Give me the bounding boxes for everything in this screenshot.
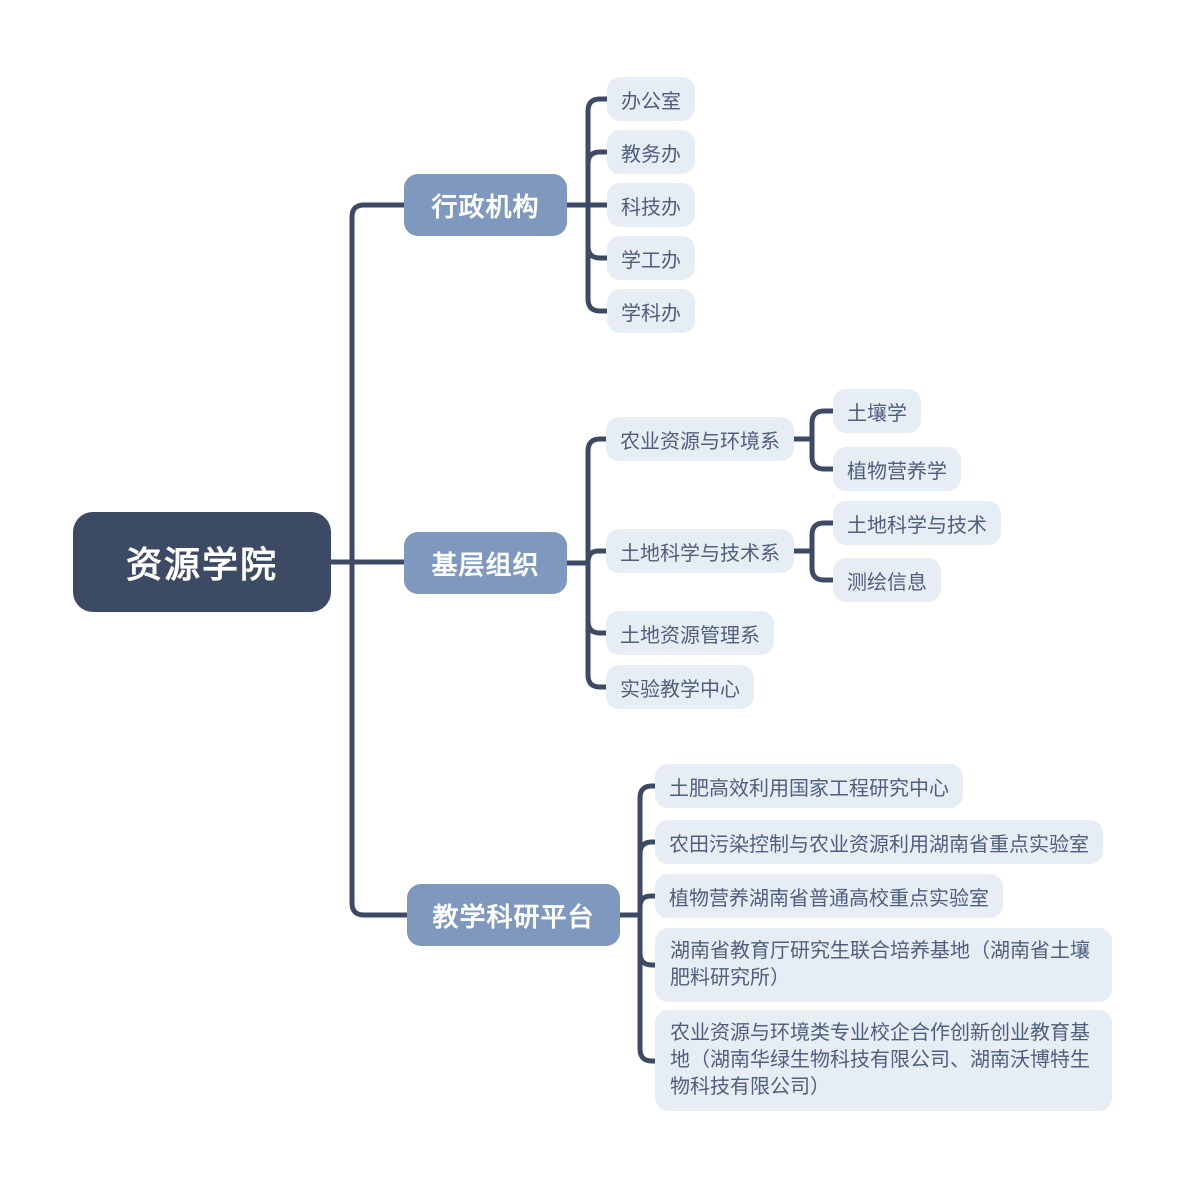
connector-b2c1-s1 bbox=[809, 408, 836, 442]
connector-b2c2-s2 bbox=[809, 548, 836, 583]
connector-b3-c1 bbox=[637, 783, 658, 918]
connector-b1-c2 bbox=[585, 149, 610, 208]
leaf-node: 学工办 bbox=[607, 236, 695, 280]
leaf-node: 教务办 bbox=[607, 130, 695, 174]
connector-b1-c4 bbox=[585, 202, 610, 261]
leaf-node: 办公室 bbox=[607, 77, 695, 121]
leaf-node: 学科办 bbox=[607, 289, 695, 333]
leaf-node: 土地资源管理系 bbox=[606, 611, 774, 655]
subleaf-node: 土地科学与技术 bbox=[833, 501, 1001, 545]
branch-node-grassroots-org: 基层组织 bbox=[404, 532, 567, 594]
branch-node-teaching-research-platform: 教学科研平台 bbox=[407, 884, 620, 946]
subleaf-node: 土壤学 bbox=[833, 389, 921, 433]
leaf-node: 植物营养湖南省普通高校重点实验室 bbox=[655, 874, 1003, 918]
connector-b2c2-s1 bbox=[809, 520, 836, 554]
root-node: 资源学院 bbox=[73, 512, 331, 612]
connector-b2c1-s2 bbox=[809, 436, 836, 472]
connector-b3-c2 bbox=[637, 839, 658, 918]
branch-node-administration: 行政机构 bbox=[404, 174, 567, 236]
leaf-node: 科技办 bbox=[607, 183, 695, 227]
leaf-node: 农田污染控制与农业资源利用湖南省重点实验室 bbox=[655, 820, 1103, 864]
connector-b3-c3 bbox=[637, 893, 658, 918]
connector-b1-c5 bbox=[585, 202, 610, 314]
connector-main-trunk bbox=[349, 202, 410, 918]
connector-b1-c1 bbox=[585, 96, 610, 208]
connector-b2-c4 bbox=[585, 560, 609, 690]
connector-b3-c5 bbox=[637, 912, 658, 1064]
leaf-node: 土肥高效利用国家工程研究中心 bbox=[655, 764, 963, 808]
connector-b2-c2 bbox=[585, 548, 609, 566]
connector-b2-c1 bbox=[585, 436, 609, 566]
subleaf-node: 测绘信息 bbox=[833, 558, 941, 602]
leaf-node: 湖南省教育厅研究生联合培养基地（湖南省土壤肥料研究所） bbox=[655, 928, 1112, 1002]
connector-b2-c3 bbox=[585, 560, 609, 636]
leaf-node: 实验教学中心 bbox=[606, 665, 754, 709]
leaf-node: 农业资源与环境类专业校企合作创新创业教育基地（湖南华绿生物科技有限公司、湖南沃博… bbox=[655, 1010, 1112, 1111]
leaf-node: 农业资源与环境系 bbox=[606, 417, 794, 461]
leaf-node: 土地科学与技术系 bbox=[606, 529, 794, 573]
subleaf-node: 植物营养学 bbox=[833, 447, 961, 491]
